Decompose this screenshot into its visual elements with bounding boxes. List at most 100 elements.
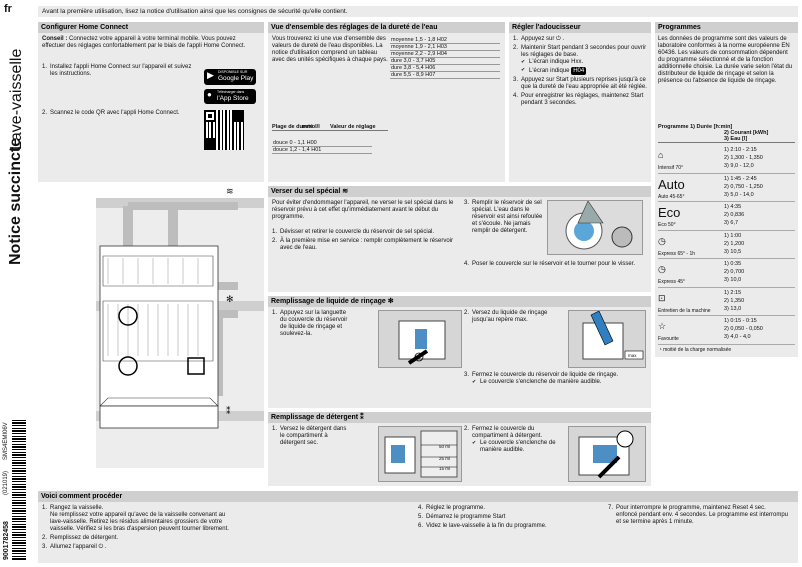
softener-title: Régler l'adoucisseur [509, 22, 651, 33]
procedure-step-5: Démarrez le programme Start [426, 514, 506, 520]
salt-step-3: Remplir le réservoir de sel spécial. L'e… [472, 200, 543, 234]
salt-fill-image [547, 200, 643, 255]
programs-table: ⌂ Intensif 70° 1) 2:10 - 2:15 2) 1,300 - 1,… [658, 145, 795, 345]
program-value: 1) 1:45 - 2:45 [724, 175, 757, 182]
model-number: SMS4EMI06V [3, 422, 9, 460]
top-notice: Avant la première utilisation, lisez la … [38, 6, 798, 17]
program-value: 1) 4:35 [724, 204, 742, 210]
detergent-check-2: Le couvercle s'enclenche de manière audi… [472, 440, 564, 454]
rinse-step-3: Fermez le couvercle du réservoir de liqu… [472, 372, 619, 378]
app-store-badge[interactable]: ● Télécharger dans l'App Store [204, 89, 256, 104]
part-code: 9001782458 [3, 521, 10, 560]
play-icon: ▶ [207, 70, 214, 80]
program-value: 2) 0,050 - 0,050 [724, 326, 763, 332]
softener-check-2: L'écran indique H04 [521, 67, 647, 75]
program-value: 2) 0,700 [724, 269, 745, 275]
programs-intro: Les données de programme sont des valeur… [658, 36, 793, 84]
water-hardness-title: Vue d'ensemble des réglages de la dureté… [268, 22, 505, 33]
program-name: Eco 50° [658, 222, 676, 228]
language-code: fr [4, 3, 12, 15]
programs-note: ¹ moitié de la charge normalisée [660, 347, 732, 353]
program-value: 3) 9,0 - 12,0 [724, 163, 754, 169]
water-intro: Vous trouverez ici une vue d'ensemble de… [272, 36, 388, 63]
google-play-badge[interactable]: ▶ DISPONIBLE SUR Google Play [204, 69, 256, 85]
salt-intro: Pour éviter d'endommager l'appareil, ne … [272, 200, 454, 220]
water-row: douce 0 - 1,1 H00 [272, 140, 372, 147]
conseil-label: Conseil : [42, 36, 68, 42]
rinse-aid-section: Remplissage de liquide de rinçage ✻ 1.Ap… [268, 296, 651, 408]
salt-title: Verser du sel spécial ≋ [268, 186, 651, 197]
program-value: 3) 6,7 [724, 220, 739, 226]
barcode [12, 420, 26, 560]
program-value: 3) 10,5 [724, 248, 742, 255]
program-value: 1) 1:00 [724, 232, 742, 239]
salt-icon: ≋ [226, 186, 234, 196]
connect-step-2: Scannez le code QR avec l'appli Home Con… [50, 110, 180, 116]
water-row: moyenne 2,2 - 2,9 H04 [390, 50, 500, 58]
program-name: Express 65° - 1h [658, 250, 696, 257]
dishwasher-illustration [96, 198, 270, 468]
program-value: 3) 5,0 - 14,0 [724, 191, 754, 198]
doc-title: Notice succincte [7, 137, 24, 265]
rinse-open-image [378, 310, 462, 368]
program-value: 2) 1,200 [724, 240, 745, 247]
doc-subtitle: Lave-vaisselle [8, 48, 25, 150]
program-value: 1) 0:15 - 0:15 [724, 318, 757, 324]
detergent-title: Remplissage de détergent ⁑ [268, 412, 651, 423]
salt-section: Verser du sel spécial ≋ Pour éviter d'en… [268, 186, 651, 292]
program-value: 3) 10,0 [724, 277, 742, 283]
programs-section: Programmes Les données de programme sont… [655, 22, 798, 357]
softener-check-1: L'écran indique Hxx. [521, 59, 647, 66]
program-name: Entretien de la machine [658, 307, 711, 314]
program-icon: ⌂ [658, 150, 664, 160]
water-row: moyenne 1,9 - 2,1 H03 [390, 43, 500, 51]
salt-step-2: À la première mise en service : remplir … [280, 238, 454, 251]
programs-title: Programmes [655, 22, 798, 33]
procedure-step-4: Réglez le programme. [426, 505, 486, 511]
program-value: 3) 4,0 - 4,0 [724, 334, 751, 340]
softener-step-2: Maintenir Start pendant 3 secondes pour … [521, 45, 647, 58]
program-value: 2) 0,750 - 1,250 [724, 183, 763, 190]
program-icon: Eco [658, 205, 681, 220]
procedure-step-1-detail: Ne remplissez votre appareil qu'avec de … [50, 512, 229, 532]
program-name: Intensif 70° [658, 165, 684, 171]
program-icon: ◷ [658, 235, 666, 246]
salt-step-1: Dévisser et retirer le couvercle du rése… [280, 229, 435, 235]
softener-step-1: Appuyez sur ⏻ . [521, 36, 565, 42]
rinse-step-1: Appuyez sur la languette du couvercle du… [280, 310, 348, 337]
water-row: dure 5,5 - 8,9 H07 [390, 71, 500, 79]
procedure-title: Voici comment procéder [38, 491, 798, 502]
procedure-step-2: Remplissez de détergent. [50, 535, 119, 541]
rinse-fill-image: max [568, 310, 646, 368]
procedure-step-6: Videz le lave-vaisselle à la fin du prog… [426, 523, 547, 529]
program-value: 2) 0,836 [724, 212, 745, 218]
water-row: moyenne 1,5 - 1,8 H02 [390, 37, 500, 44]
program-name: Favourite [658, 336, 679, 342]
programs-header: Programme 1) Durée [h:min] 2) Courant [k… [658, 124, 795, 143]
program-value: 3) 13,0 [724, 305, 742, 312]
detergent-step-2: Fermez le couvercle du compartiment à dé… [472, 426, 543, 439]
program-icon: ☆ [658, 321, 667, 331]
water-hardness-section: Vue d'ensemble des réglages de la dureté… [268, 22, 505, 182]
program-value: 1) 2:10 - 2:15 [724, 147, 757, 153]
home-connect-section: Configurer Home Connect Conseil : Connec… [38, 22, 264, 182]
program-value: 2) 1,300 - 1,350 [724, 155, 763, 161]
water-table-header: Plage de dureté mmol/l Valeur de réglage [272, 124, 388, 131]
rinse-aid-title: Remplissage de liquide de rinçage ✻ [268, 296, 651, 307]
program-value: 1) 0:35 [724, 261, 742, 267]
conseil-text: Connectez votre appareil à votre termina… [42, 36, 246, 49]
detergent-step-1: Versez le détergent dans le compartiment… [280, 426, 347, 446]
rinse-check-3: Le couvercle s'enclenche de manière audi… [472, 379, 646, 386]
rinse-step-2: Versez du liquide de rinçage jusqu'au re… [472, 310, 548, 323]
home-connect-title: Configurer Home Connect [38, 22, 264, 33]
program-name: Auto 45-65° [658, 193, 685, 200]
program-row: ☆ Favourite 1) 0:15 - 0:15 2) 0,050 - 0,050… [658, 316, 795, 345]
print-date: (021019) [3, 470, 9, 495]
